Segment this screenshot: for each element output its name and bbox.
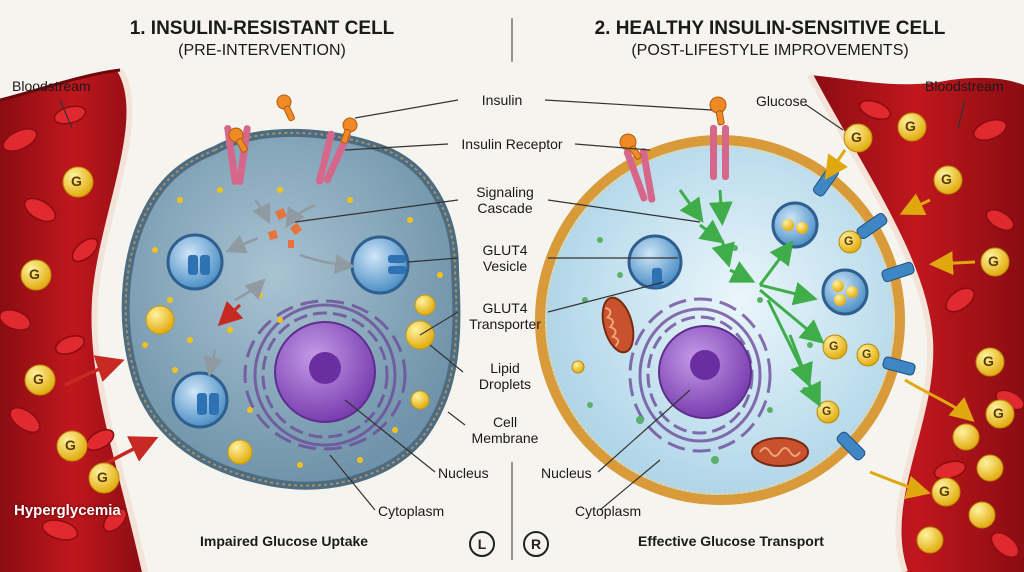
right-mitochondria: [601, 296, 809, 467]
cell-membrane-label-2: Membrane: [471, 430, 539, 446]
left-badge: L: [469, 531, 495, 557]
left-blood-vessel: [0, 68, 148, 572]
glucose-g: G: [983, 353, 994, 369]
glut4-vesicle-label-2: Vesicle: [482, 258, 528, 274]
left-blood-glucose: [20, 166, 120, 494]
right-caption: Effective Glucose Transport: [638, 533, 824, 549]
left-bloodstream-label: Bloodstream: [12, 78, 91, 94]
left-insulin-receptor-1: [224, 125, 251, 185]
left-glut4-vesicle-bottom: [171, 371, 229, 429]
right-insulin-receptor-2: [710, 125, 729, 180]
right-cytoplasm-label: Cytoplasm: [575, 503, 642, 519]
lipid-droplets-label-2: Droplets: [478, 376, 532, 392]
hyperglycemia-label: Hyperglycemia: [14, 502, 121, 519]
glucose-g: G: [851, 129, 862, 145]
glut4-vesicle-label-1: GLUT4: [482, 242, 528, 258]
left-caption: Impaired Glucose Uptake: [200, 533, 369, 549]
left-cell: [64, 94, 461, 490]
glucose-g: G: [844, 234, 854, 248]
right-yellow-arrows: [824, 149, 976, 499]
left-insulin-receptor-2: [315, 130, 351, 185]
glut4-transporter-label-1: GLUT4: [482, 300, 528, 316]
right-cell: [535, 96, 916, 505]
right-insulin-receptor-1: [623, 148, 656, 203]
glucose-g: G: [939, 483, 950, 499]
left-nucleolus: [309, 352, 341, 384]
right-panel-subtitle: (POST-LIFESTYLE IMPROVEMENTS): [631, 42, 909, 59]
left-red-arrow-inner: [217, 300, 244, 327]
insulin-receptor-label: Insulin Receptor: [461, 136, 563, 152]
right-green-dots: [582, 237, 813, 464]
left-nucleus-label: Nucleus: [438, 465, 489, 481]
insulin-label: Insulin: [481, 92, 523, 108]
right-panel-title: 2. HEALTHY INSULIN-SENSITIVE CELL: [594, 18, 946, 39]
right-green-arrows: [678, 189, 825, 408]
signaling-cascade-label-2: Cascade: [477, 200, 533, 216]
right-nucleolus: [690, 350, 720, 380]
cell-membrane-label-1: Cell: [492, 414, 518, 430]
glucose-g: G: [988, 253, 999, 269]
left-glut4-vesicle-top: [166, 233, 224, 291]
left-panel-subtitle: (PRE-INTERVENTION): [178, 42, 346, 59]
glucose-g: G: [822, 404, 832, 418]
left-insulin-molecules: [228, 94, 358, 153]
right-glut4-vesicle-mid: [821, 268, 869, 316]
glucose-g: G: [829, 339, 839, 353]
left-cytoplasm-label: Cytoplasm: [378, 503, 445, 519]
glut4-transporter-label-2: Transporter: [469, 316, 541, 332]
right-insulin-molecules: [619, 96, 727, 160]
right-bloodstream-label: Bloodstream: [925, 78, 1004, 94]
signaling-cascade-label-1: Signaling: [476, 184, 534, 200]
left-glut4-vesicle-right: [350, 235, 410, 295]
right-endoplasmic-reticulum: [628, 297, 772, 453]
glucose-g: G: [862, 347, 872, 361]
glucose-g: G: [993, 405, 1004, 421]
right-nucleus-label: Nucleus: [541, 465, 592, 481]
glucose-g: G: [941, 171, 952, 187]
left-endoplasmic-reticulum: [243, 299, 407, 451]
glucose-g: G: [65, 437, 76, 453]
glucose-g: G: [33, 371, 44, 387]
right-glut4-vesicle-left: [627, 234, 683, 290]
glucose-g: G: [71, 173, 82, 189]
right-blood-glucose: [843, 112, 1015, 554]
right-cell-glucose: [571, 230, 880, 424]
glucose-g: G: [905, 118, 916, 134]
glucose-g: G: [29, 266, 40, 282]
leader-lines: [59, 99, 966, 511]
left-arrows-gray: [203, 199, 355, 377]
right-glut4-vesicle-top: [771, 201, 819, 249]
right-badge: R: [523, 531, 549, 557]
lipid-droplets-label-1: Lipid: [490, 360, 520, 376]
glucose-g: G: [97, 469, 108, 485]
glucose-label: Glucose: [756, 93, 808, 109]
left-panel-title: 1. INSULIN-RESISTANT CELL: [129, 18, 395, 39]
